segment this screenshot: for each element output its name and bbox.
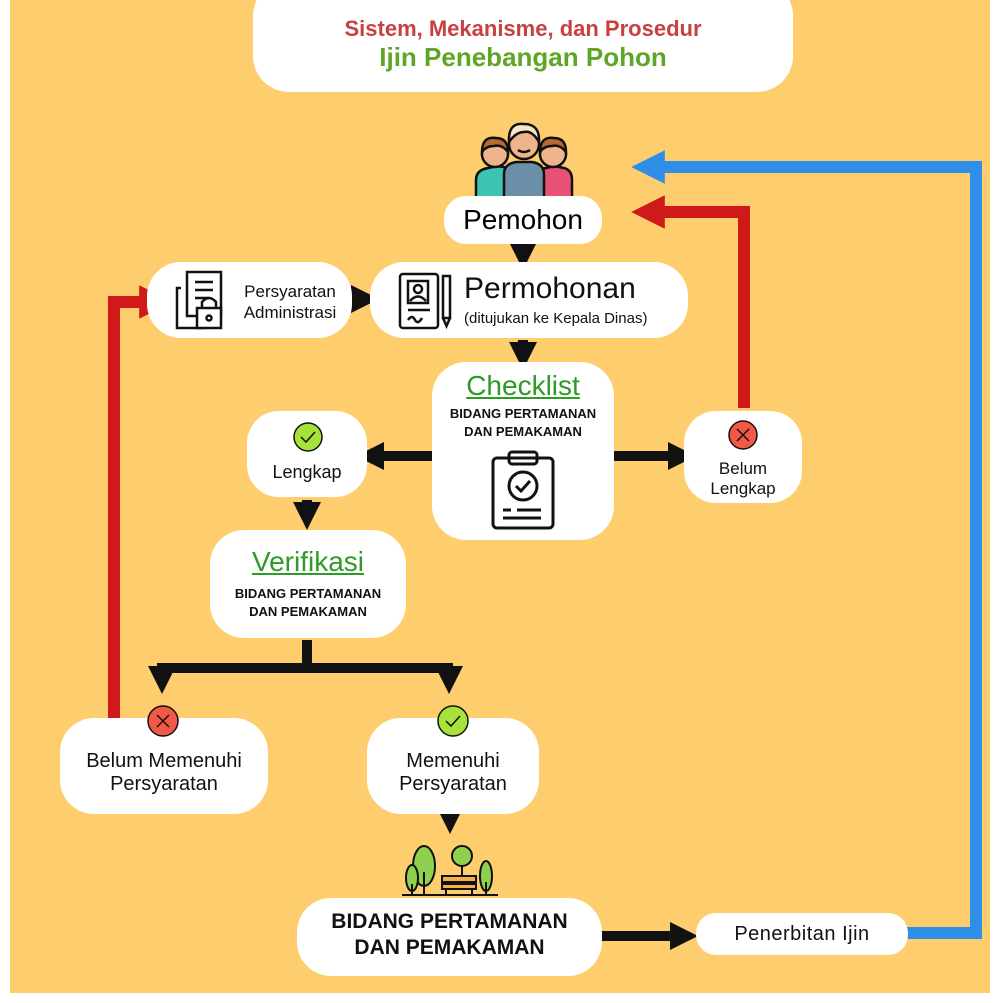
clipboard-check-icon — [489, 448, 557, 530]
node-bidang-line1: BIDANG PERTAMANAN — [331, 910, 568, 933]
connector-layer — [108, 150, 982, 950]
check-circle-icon — [436, 704, 470, 738]
arrow-belum-lengkap-to-pemohon — [631, 195, 750, 408]
header-title-line2: Ijin Penebangan Pohon — [379, 42, 667, 72]
node-checklist: Checklist BIDANG PERTAMANAN DAN PEMAKAMA… — [432, 362, 614, 540]
header-banner: Sistem, Mekanisme, dan Prosedur Ijin Pen… — [253, 0, 793, 92]
node-belum-memenuhi-line1: Belum Memenuhi — [86, 750, 242, 772]
diagram-canvas: Sistem, Mekanisme, dan Prosedur Ijin Pen… — [10, 0, 990, 993]
node-penerbitan-ijin: Penerbitan Ijin — [696, 913, 908, 955]
node-persyaratan-line2: Administrasi — [243, 303, 337, 322]
node-verifikasi-dept-line2: DAN PEMAKAMAN — [249, 604, 367, 619]
arrow-verifikasi-split — [157, 640, 453, 673]
node-persyaratan: Persyaratan Administrasi — [147, 262, 352, 338]
node-memenuhi-line1: Memenuhi — [406, 750, 500, 772]
people-group-icon — [474, 118, 574, 200]
node-lengkap-label: Lengkap — [272, 462, 342, 482]
node-memenuhi: Memenuhi Persyaratan — [367, 705, 539, 814]
header-title-line1: Sistem, Mekanisme, dan Prosedur — [344, 16, 702, 41]
park-trees-bench-icon — [402, 842, 498, 898]
node-verifikasi-title: Verifikasi — [251, 546, 365, 577]
node-checklist-title: Checklist — [466, 370, 580, 401]
node-permohonan-subtitle: (ditujukan ke Kepala Dinas) — [464, 310, 648, 327]
node-penerbitan-label: Penerbitan Ijin — [734, 923, 870, 945]
node-belum-memenuhi: Belum Memenuhi Persyaratan — [60, 705, 268, 814]
form-pencil-icon — [396, 270, 456, 332]
node-verifikasi-dept-line1: BIDANG PERTAMANAN — [234, 586, 382, 601]
document-lock-icon — [173, 268, 231, 332]
node-belum-lengkap-line1: Belum — [718, 459, 768, 478]
node-permohonan-title: Permohonan — [464, 272, 636, 305]
node-pemohon-label: Pemohon — [463, 204, 583, 235]
node-pemohon: Pemohon — [444, 196, 602, 244]
node-persyaratan-line1: Persyaratan — [244, 282, 336, 301]
node-permohonan: Permohonan (ditujukan ke Kepala Dinas) — [370, 262, 688, 338]
cross-circle-icon — [146, 704, 180, 738]
arrow-penerbitan-to-pemohon — [631, 150, 982, 939]
cross-circle-icon — [727, 419, 759, 451]
node-bidang-line2: DAN PEMAKAMAN — [354, 936, 545, 959]
node-verifikasi: Verifikasi BIDANG PERTAMANAN DAN PEMAKAM… — [210, 530, 406, 638]
node-checklist-dept-line2: DAN PEMAKAMAN — [464, 424, 582, 439]
node-memenuhi-line2: Persyaratan — [399, 773, 507, 795]
node-belum-memenuhi-line2: Persyaratan — [110, 773, 218, 795]
arrow-belum-memenuhi-to-persyaratan — [108, 285, 173, 718]
node-checklist-dept-line1: BIDANG PERTAMANAN — [449, 406, 597, 421]
node-bidang-pertamanan: BIDANG PERTAMANAN DAN PEMAKAMAN — [297, 898, 602, 976]
node-belum-lengkap-line2: Lengkap — [710, 479, 776, 498]
check-circle-icon — [292, 421, 324, 453]
node-lengkap: Lengkap — [247, 411, 367, 497]
node-belum-lengkap: Belum Lengkap — [684, 411, 802, 503]
